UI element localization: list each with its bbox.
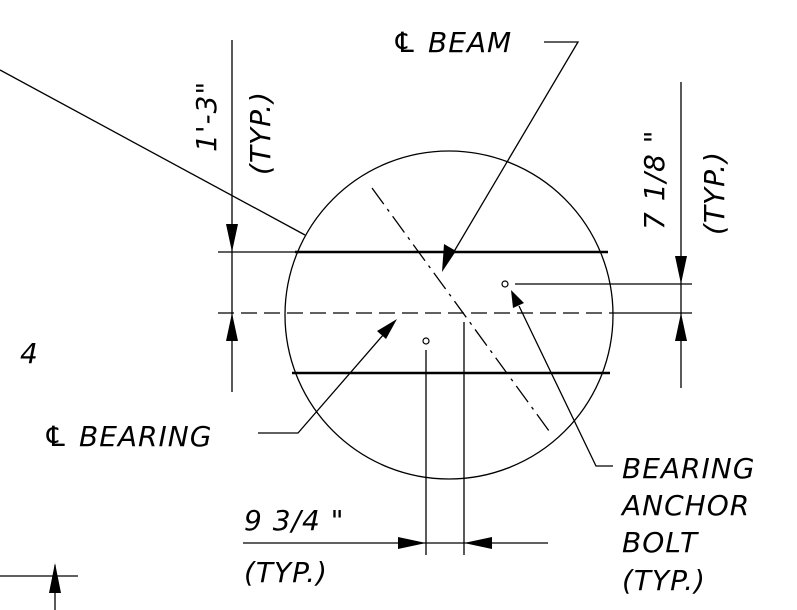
beam-centerline [371, 187, 553, 436]
bearing-label-leader [258, 333, 385, 434]
anchor-bolt-hole [422, 337, 430, 345]
right-dimension-value: 7 1/8 " [638, 129, 671, 230]
side-number: 4 [20, 337, 39, 370]
anchor-bolt-leader-arrow [511, 290, 524, 308]
beam-centerline-label: ℄ BEAM [392, 26, 512, 59]
anchor-note-line-3: BOLT [622, 526, 699, 559]
anchor-bolt-hole [501, 280, 509, 288]
right-dimension-typ: (TYP.) [698, 151, 731, 235]
beam-label-leader [451, 41, 580, 256]
right-dim-arrow-up [675, 313, 687, 341]
anchor-note-line-4: (TYP.) [622, 564, 706, 597]
bottom-dimension-value: 9 3/4 " [244, 504, 345, 537]
beam-leader-arrow [442, 244, 456, 272]
detail-leader-line [0, 69, 306, 236]
left-dim-arrow-down [226, 224, 238, 252]
bearing-leader-arrow [377, 319, 397, 339]
bottom-dimension-typ: (TYP.) [244, 556, 328, 589]
bottom-dim-arrow-right [398, 537, 426, 549]
bearing-centerline-label: ℄ BEARING [43, 420, 212, 453]
bottom-dim-arrow-left [464, 537, 492, 549]
detail-circle [284, 150, 614, 480]
left-dimension-typ: (TYP.) [244, 91, 277, 175]
anchor-note-line-1: BEARING [622, 452, 755, 485]
fragment-arrow-up [49, 563, 61, 593]
left-dim-arrow-up [226, 313, 238, 341]
right-dim-arrow-down [675, 256, 687, 284]
left-dimension-value: 1'-3" [190, 81, 223, 152]
anchor-note-line-2: ANCHOR [620, 489, 750, 522]
anchor-bolt-leader [518, 305, 613, 467]
